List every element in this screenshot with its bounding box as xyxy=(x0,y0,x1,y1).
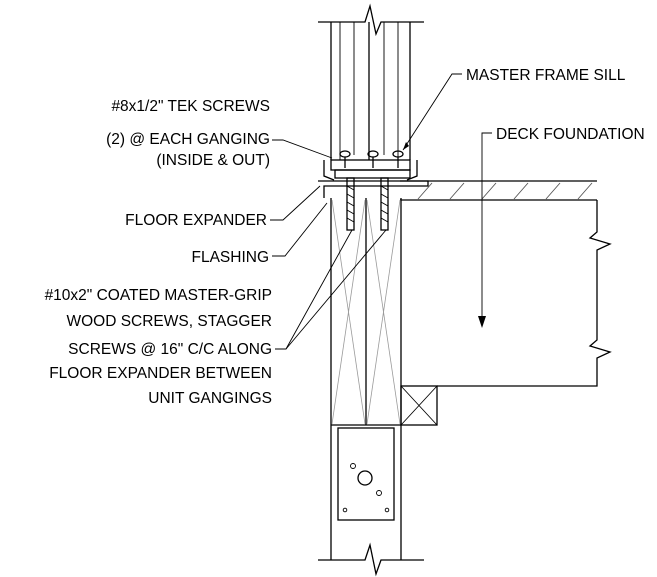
wood-screws xyxy=(346,177,389,231)
upper-wall xyxy=(318,3,424,160)
label-wood-screws-line3: SCREWS @ 16" C/C ALONG xyxy=(68,341,272,358)
label-tek-screws-line3: (INSIDE & OUT) xyxy=(156,152,270,169)
annotation-labels: #8x1/2" TEK SCREWS (2) @ EACH GANGING (I… xyxy=(45,67,645,407)
floor-expander-plate xyxy=(318,180,429,198)
label-tek-screws-line1: #8x1/2" TEK SCREWS xyxy=(111,98,270,115)
label-deck-foundation: DECK FOUNDATION xyxy=(496,126,645,143)
top-break-line xyxy=(318,3,424,37)
ledger-block xyxy=(400,385,438,426)
label-wood-screws-line1: #10x2" COATED MASTER-GRIP xyxy=(45,287,272,304)
label-tek-screws-line2: (2) @ EACH GANGING xyxy=(106,131,270,148)
master-frame-sill-assembly xyxy=(318,150,429,198)
label-wood-screws-line5: UNIT GANGINGS xyxy=(148,390,272,407)
tek-screw-heads xyxy=(339,150,404,168)
leader-lines xyxy=(270,73,492,350)
lower-post xyxy=(318,425,424,577)
rim-joists xyxy=(330,198,402,426)
deck-slab xyxy=(400,180,597,201)
label-wood-screws-line4: FLOOR EXPANDER BETWEEN xyxy=(49,365,272,382)
label-floor-expander: FLOOR EXPANDER xyxy=(125,212,267,229)
label-flashing: FLASHING xyxy=(191,249,269,266)
label-master-frame-sill: MASTER FRAME SILL xyxy=(466,67,626,84)
label-wood-screws-line2: WOOD SCREWS, STAGGER xyxy=(66,313,272,330)
deck-foundation-outline xyxy=(437,200,612,387)
bottom-break-line xyxy=(318,542,424,577)
deck-hatch xyxy=(417,182,593,200)
